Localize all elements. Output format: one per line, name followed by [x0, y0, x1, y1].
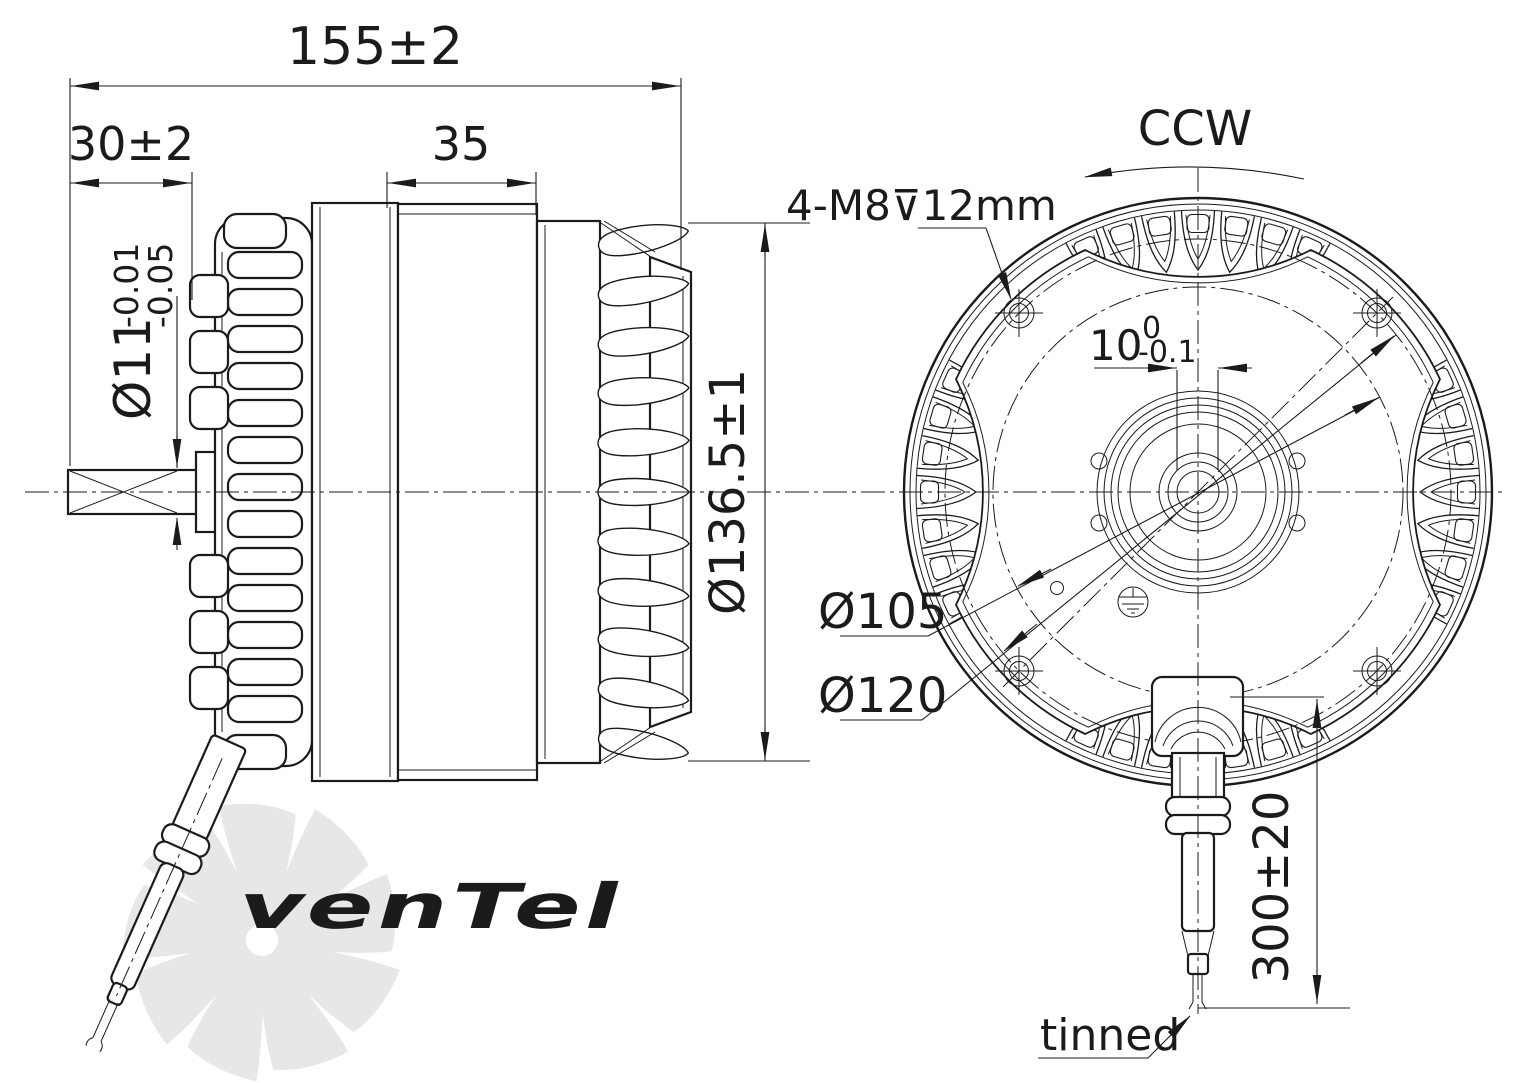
dim-total-length: 155±2 — [69, 17, 682, 466]
dim-shaft-extension-label: 30±2 — [68, 117, 194, 171]
callout-tinned: tinned — [1038, 1010, 1191, 1061]
dim-shaft-flat-tol-upper: 0 — [1142, 311, 1161, 346]
dim-inner-circle-label: Ø105 — [818, 584, 947, 640]
ccw-arrow-icon — [1084, 166, 1305, 180]
callout-tinned-label: tinned — [1040, 1010, 1180, 1061]
dim-lead-length: 300±20 — [1198, 696, 1350, 1009]
ground-terminal-icon — [1117, 586, 1149, 618]
dim-lead-length-label: 300±20 — [1244, 791, 1300, 984]
cap-ribs — [226, 250, 304, 724]
dim-shaft-diameter-base: Ø11 — [104, 317, 162, 420]
dim-rotor-section-label: 35 — [432, 117, 491, 171]
rotation-label: CCW — [1138, 101, 1253, 157]
mounting-holes — [995, 289, 1401, 695]
dim-rotor-section: 35 — [386, 117, 537, 215]
watermark-text-blue: el — [505, 870, 633, 943]
dim-shaft-flat: 10 0 -0.1 — [1089, 311, 1252, 470]
front-view — [902, 168, 1494, 1014]
dim-shaft-diameter-tol-upper: -0.01 — [107, 243, 146, 328]
dim-outer-diameter-label: Ø136.5±1 — [700, 369, 756, 615]
watermark-text-gray: venT — [230, 870, 534, 943]
dimensions: 155±2 30±2 35 Ø136.5±1 — [68, 17, 1397, 1061]
dim-shaft-diameter-tol-lower: -0.05 — [141, 243, 180, 328]
cap-tabs — [188, 273, 230, 711]
dim-inner-circle: Ø105 — [818, 396, 1381, 640]
rotation-annotation: CCW — [1084, 101, 1305, 180]
callout-mounting-thread-label: 4-M8⊽12mm — [786, 181, 1057, 230]
dim-shaft-flat-base: 10 — [1089, 321, 1142, 370]
dim-bolt-circle: Ø120 — [818, 334, 1397, 724]
side-lead-wire — [85, 734, 247, 1053]
dim-shaft-flat-tol-lower: -0.1 — [1138, 335, 1197, 370]
dim-bolt-circle-label: Ø120 — [818, 668, 947, 724]
dim-total-length-label: 155±2 — [287, 17, 463, 77]
dim-outer-diameter: Ø136.5±1 — [688, 222, 810, 762]
cover-screws — [1050, 452, 1306, 595]
dim-shaft-extension: 30±2 — [68, 117, 194, 300]
watermark-fan-logo: venT el — [122, 803, 633, 1082]
callout-mounting-thread: 4-M8⊽12mm — [786, 181, 1057, 300]
dim-shaft-diameter: Ø11 -0.01 -0.05 — [104, 243, 182, 550]
